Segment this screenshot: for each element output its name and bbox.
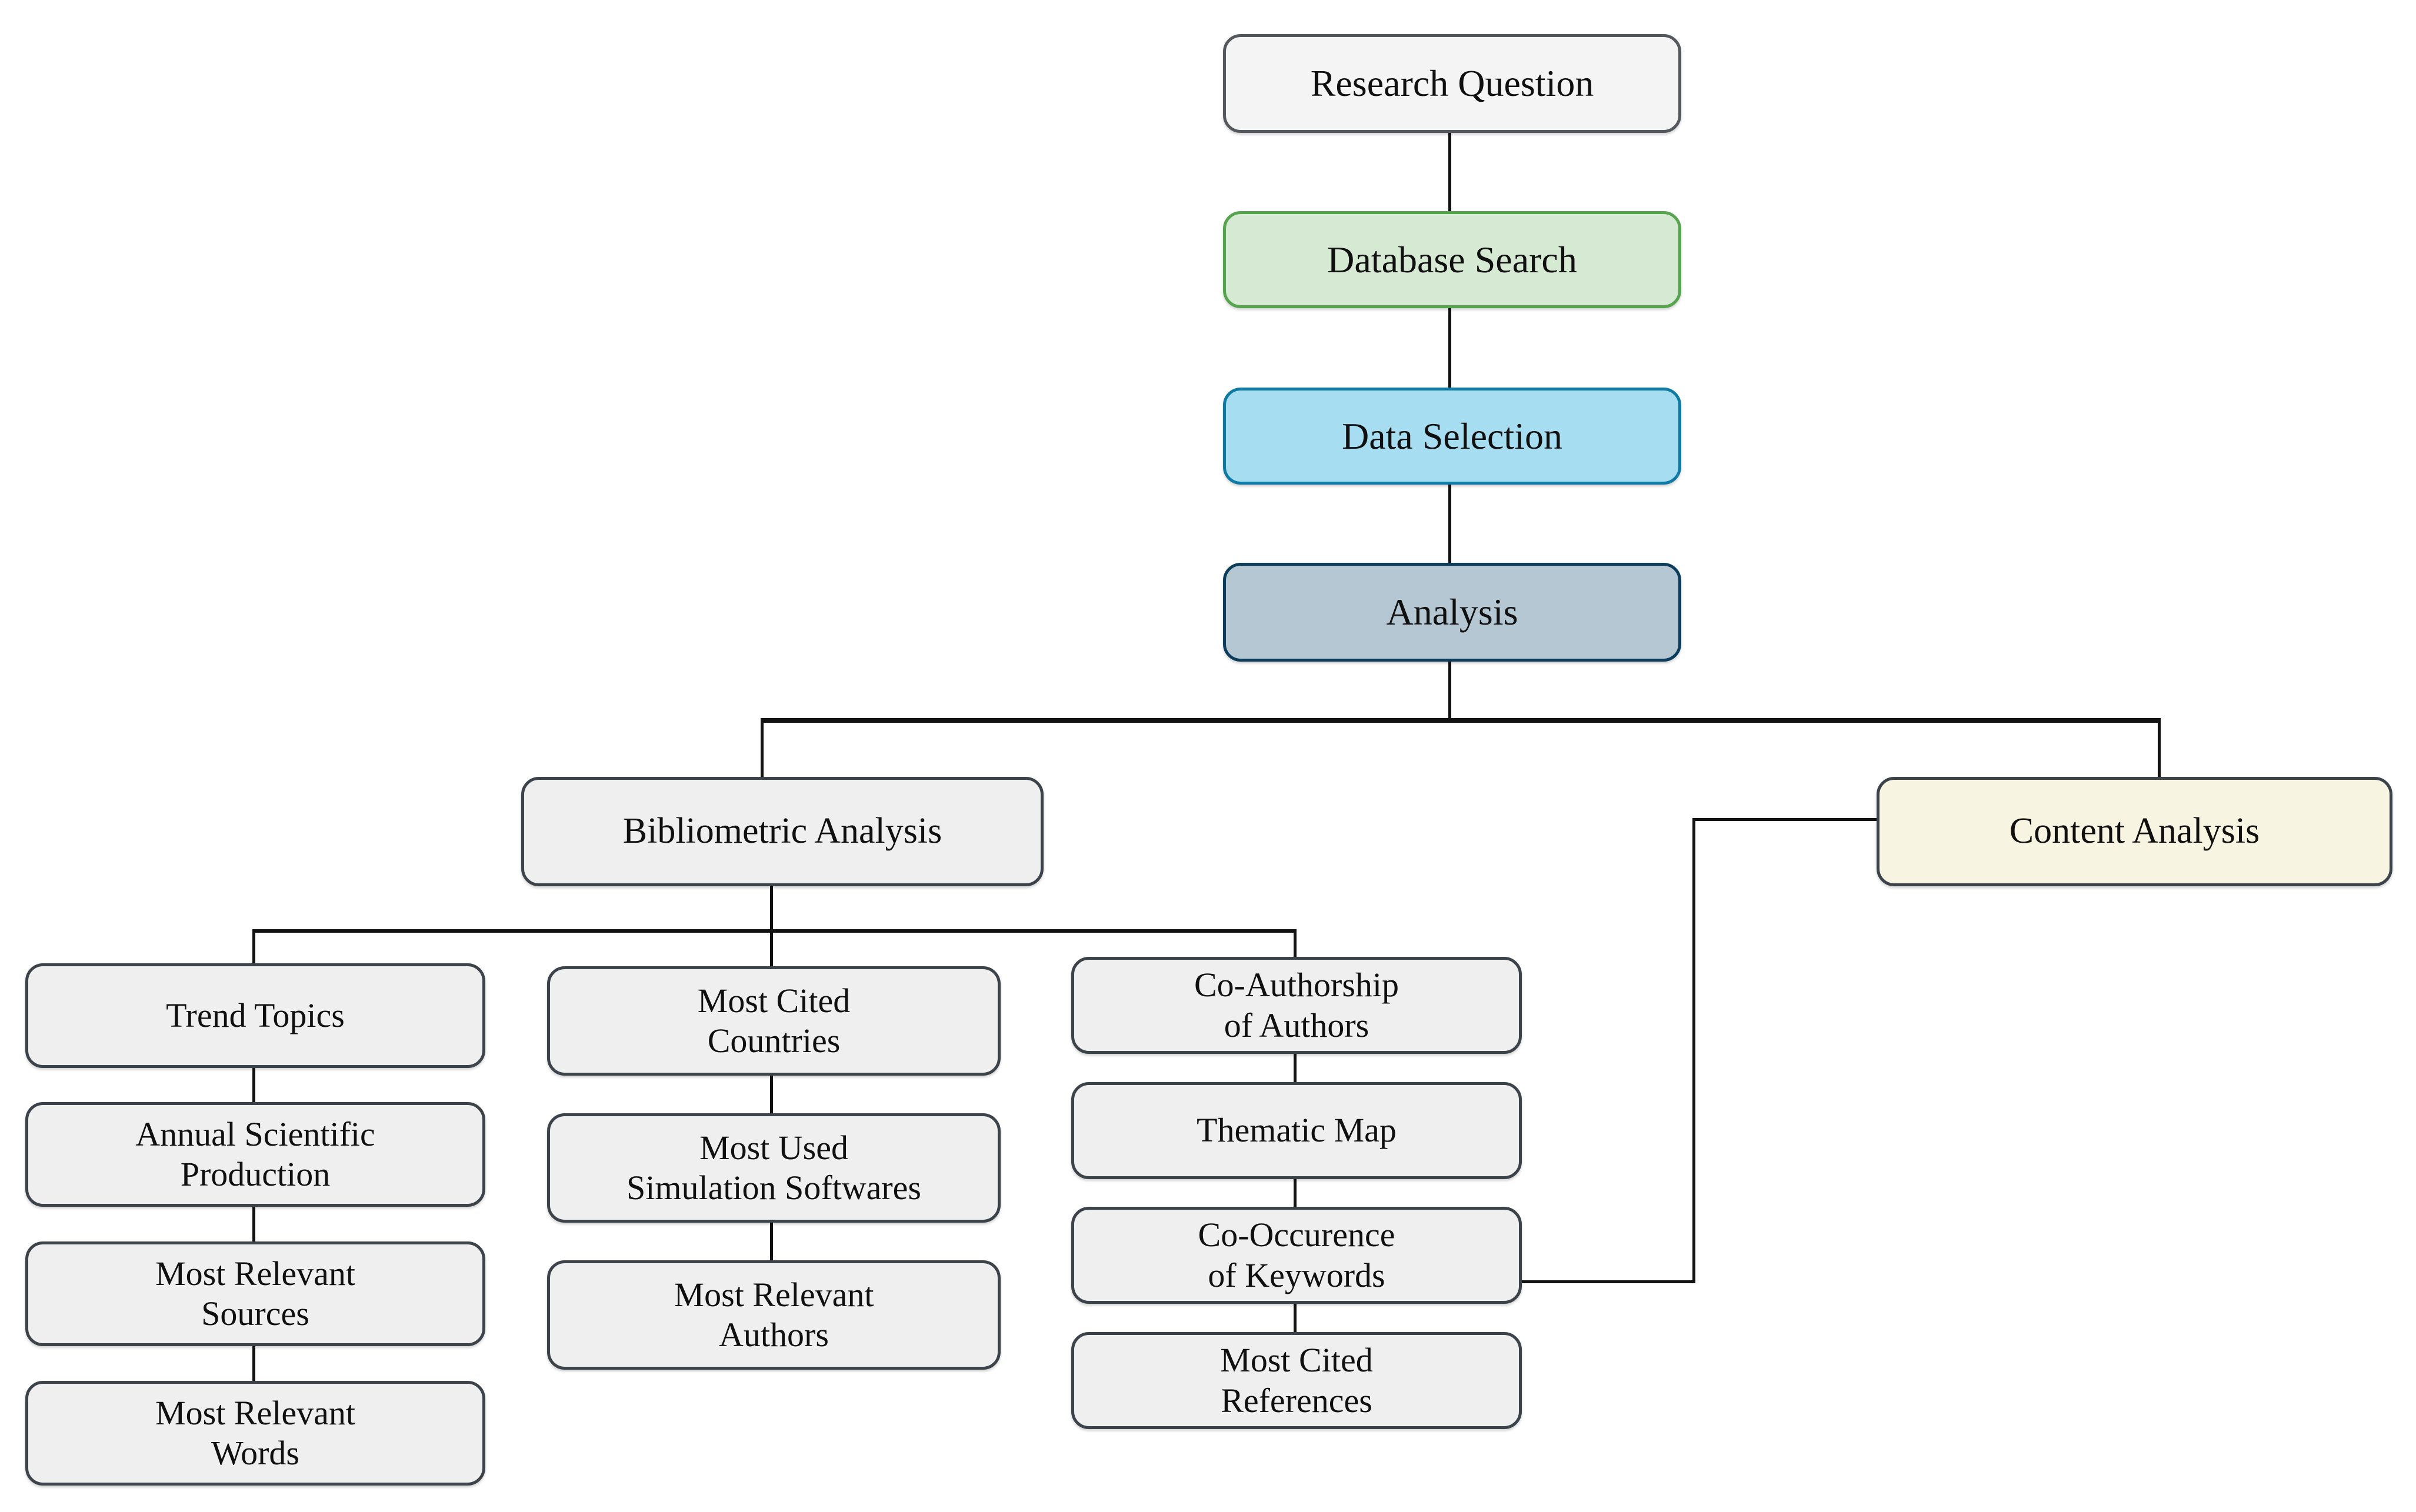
- node-label-line: Authors: [719, 1316, 829, 1354]
- node-label-line: Most Relevant: [155, 1393, 355, 1432]
- node-label-line: Words: [211, 1434, 299, 1472]
- node-label-line: Most Cited: [1220, 1341, 1373, 1380]
- connector-segment: [1692, 818, 1877, 821]
- node-label-line: Trend Topics: [166, 996, 345, 1034]
- node-label-line: Sources: [201, 1294, 309, 1333]
- node-label-line: Production: [180, 1155, 331, 1193]
- node-label-line: Bibliometric Analysis: [622, 811, 942, 852]
- connector-segment: [770, 1223, 773, 1260]
- connector-segment: [1294, 1054, 1297, 1082]
- connector-segment: [1448, 485, 1451, 563]
- connector-segment: [252, 1346, 255, 1381]
- connector-segment: [252, 933, 255, 963]
- connector-segment: [1294, 933, 1297, 957]
- node-thematic-map: Thematic Map: [1071, 1082, 1522, 1179]
- connector-segment: [1692, 818, 1695, 1283]
- node-research-question: Research Question: [1223, 34, 1681, 133]
- node-label-line: of Keywords: [1208, 1256, 1385, 1294]
- node-label-line: References: [1221, 1381, 1372, 1420]
- connector-segment: [770, 886, 773, 966]
- node-label-line: Most Relevant: [674, 1275, 874, 1314]
- connector-segment: [252, 1207, 255, 1241]
- node-label-line: Thematic Map: [1197, 1111, 1397, 1150]
- node-label-line: Research Question: [1310, 62, 1594, 105]
- node-label-line: Most Relevant: [155, 1254, 355, 1293]
- connector-segment: [761, 723, 764, 777]
- node-label-line: Simulation Softwares: [626, 1169, 921, 1207]
- connector-segment: [252, 929, 1297, 933]
- node-content-analysis: Content Analysis: [1877, 777, 2392, 886]
- connector-segment: [1448, 662, 1451, 722]
- node-label-line: Annual Scientific: [135, 1114, 375, 1153]
- node-trend-topics: Trend Topics: [25, 963, 485, 1068]
- connector-segment: [770, 1076, 773, 1113]
- node-label-line: Data Selection: [1342, 415, 1562, 457]
- node-label-line: Co-Authorship: [1194, 966, 1399, 1004]
- connector-segment: [1448, 133, 1451, 211]
- node-label-line: of Authors: [1224, 1006, 1369, 1044]
- node-analysis: Analysis: [1223, 563, 1681, 662]
- node-label-line: Co-Occurence: [1198, 1216, 1395, 1254]
- connector-segment: [1448, 308, 1451, 388]
- connector-segment: [761, 718, 2161, 723]
- node-label-line: Most Cited: [697, 981, 851, 1020]
- node-bibliometric-analysis: Bibliometric Analysis: [521, 777, 1044, 886]
- connector-segment: [1294, 1179, 1297, 1207]
- node-data-selection: Data Selection: [1223, 388, 1681, 485]
- connector-segment: [1294, 1304, 1297, 1332]
- connector-segment: [2158, 723, 2161, 777]
- node-label-line: Most Used: [699, 1128, 848, 1167]
- node-label-line: Countries: [707, 1022, 841, 1060]
- node-database-search: Database Search: [1223, 211, 1681, 308]
- node-label-line: Analysis: [1386, 591, 1518, 633]
- connector-segment: [1522, 1280, 1695, 1283]
- node-label-line: Content Analysis: [2009, 811, 2260, 852]
- connector-segment: [252, 1068, 255, 1102]
- node-label-line: Database Search: [1327, 238, 1577, 281]
